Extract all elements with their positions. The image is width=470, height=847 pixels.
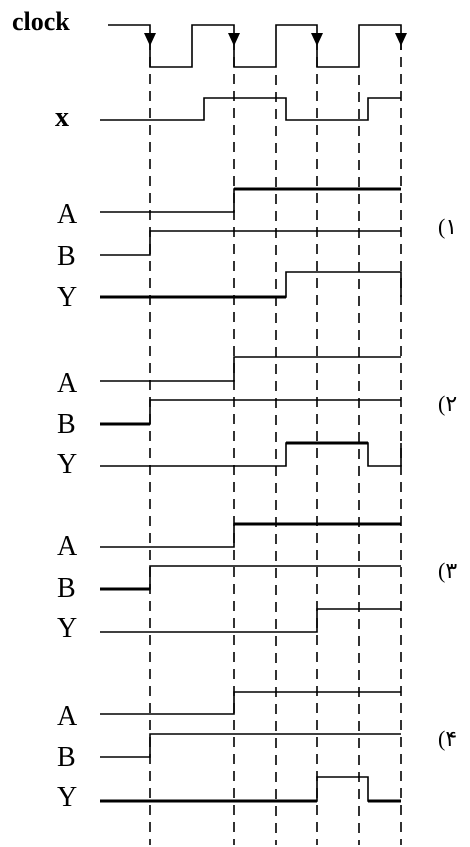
option-3-b-label: B (57, 573, 76, 604)
clock-edge-arrow-3 (311, 33, 323, 46)
option-2-y-label: Y (57, 449, 77, 480)
x-label: x (55, 102, 69, 133)
option-4-b-waveform (100, 733, 401, 758)
option-4-b-label: B (57, 742, 76, 773)
option-1-b-waveform (100, 230, 401, 256)
option-3-a-waveform (100, 523, 401, 548)
option-2-a-label: A (57, 368, 78, 399)
clock-label: clock (12, 7, 70, 36)
option-3-y-waveform (100, 608, 401, 633)
option-4-a-label: A (57, 701, 78, 732)
option-1-a-label: A (57, 199, 78, 230)
option-3-label: (۳ (438, 558, 457, 583)
option-1-a-waveform (100, 188, 401, 213)
option-4-y-label: Y (57, 782, 77, 813)
option-2: A B Y (۲ (57, 356, 457, 480)
option-3-b-waveform (100, 565, 401, 590)
option-1: A B Y (۱ (57, 187, 457, 313)
option-1-b-label: B (57, 241, 76, 272)
option-3-a-label: A (57, 531, 78, 562)
option-4-y-waveform (100, 776, 401, 802)
clock-edge-arrows (144, 33, 407, 46)
option-4: A B Y (۴ (57, 691, 457, 813)
clock-edge-arrow-1 (144, 33, 156, 46)
option-2-b-label: B (57, 409, 76, 440)
clock-edge-arrow-4 (395, 33, 407, 46)
option-3: A B Y (۳ (57, 522, 457, 644)
option-2-label: (۲ (438, 391, 457, 416)
option-3-y-label: Y (57, 613, 77, 644)
option-1-y-waveform (100, 271, 402, 298)
clock-waveform (108, 24, 402, 68)
option-2-y-waveform (100, 442, 402, 467)
option-2-a-waveform (100, 356, 401, 382)
option-1-label: (۱ (438, 214, 457, 239)
option-2-b-waveform (100, 399, 401, 425)
option-4-label: (۴ (438, 726, 457, 751)
option-1-y-label: Y (57, 282, 77, 313)
x-waveform (100, 97, 401, 121)
option-4-a-waveform (100, 691, 401, 715)
clock-edge-arrow-2 (228, 33, 240, 46)
